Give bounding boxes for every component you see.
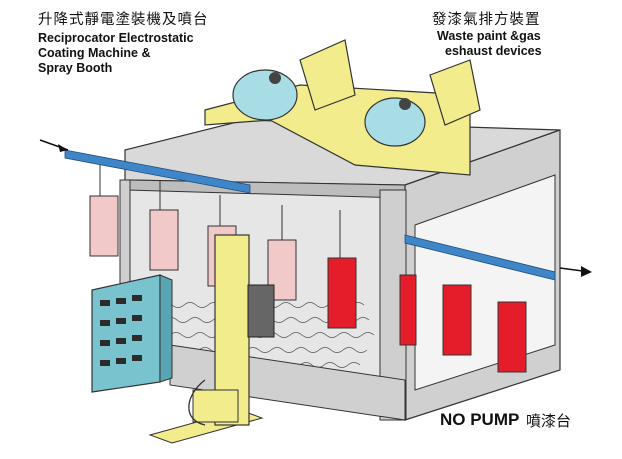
fan-left [232,69,298,121]
part-red-4 [497,301,527,373]
control-panel-side [159,274,173,383]
exhaust-stack-right [429,59,481,126]
exhaust-stack-left [299,39,356,111]
panel-buttons [100,295,142,366]
part-red-1 [327,257,357,329]
no-pump-label: NO PUMP [440,410,520,429]
spray-gun-arm [247,284,275,338]
part-red-3 [442,284,472,356]
part-pink-1 [89,195,119,257]
part-pink-2 [149,209,179,271]
part-red-2 [399,274,417,346]
conveyor-left [64,149,251,194]
exhaust-title-zh: 發漆氣排方裝置 [432,12,541,28]
hose [188,379,206,426]
control-panel [91,274,161,393]
booth-left-post [119,179,131,286]
machine-title-zh: 升降式靜電塗裝機及噴台 [38,12,209,28]
exhaust-title-line2: eshaust devices [445,44,542,58]
machine-title-line2: Coating Machine & [38,46,151,60]
reciprocator-carriage [192,389,239,423]
spray-booth-label-zh: 噴漆台 [526,412,572,430]
arrow-in-head [58,144,68,152]
fan-right [364,97,426,147]
arrow-out-head [581,266,592,277]
fan-motor-right [399,98,411,110]
fan-motor-left [269,72,281,84]
exhaust-title-line1: Waste paint &gas [437,29,541,43]
conveyor-right [404,234,556,281]
machine-title-line1: Reciprocator Electrostatic [38,31,194,45]
machine-title-line3: Spray Booth [38,61,113,75]
